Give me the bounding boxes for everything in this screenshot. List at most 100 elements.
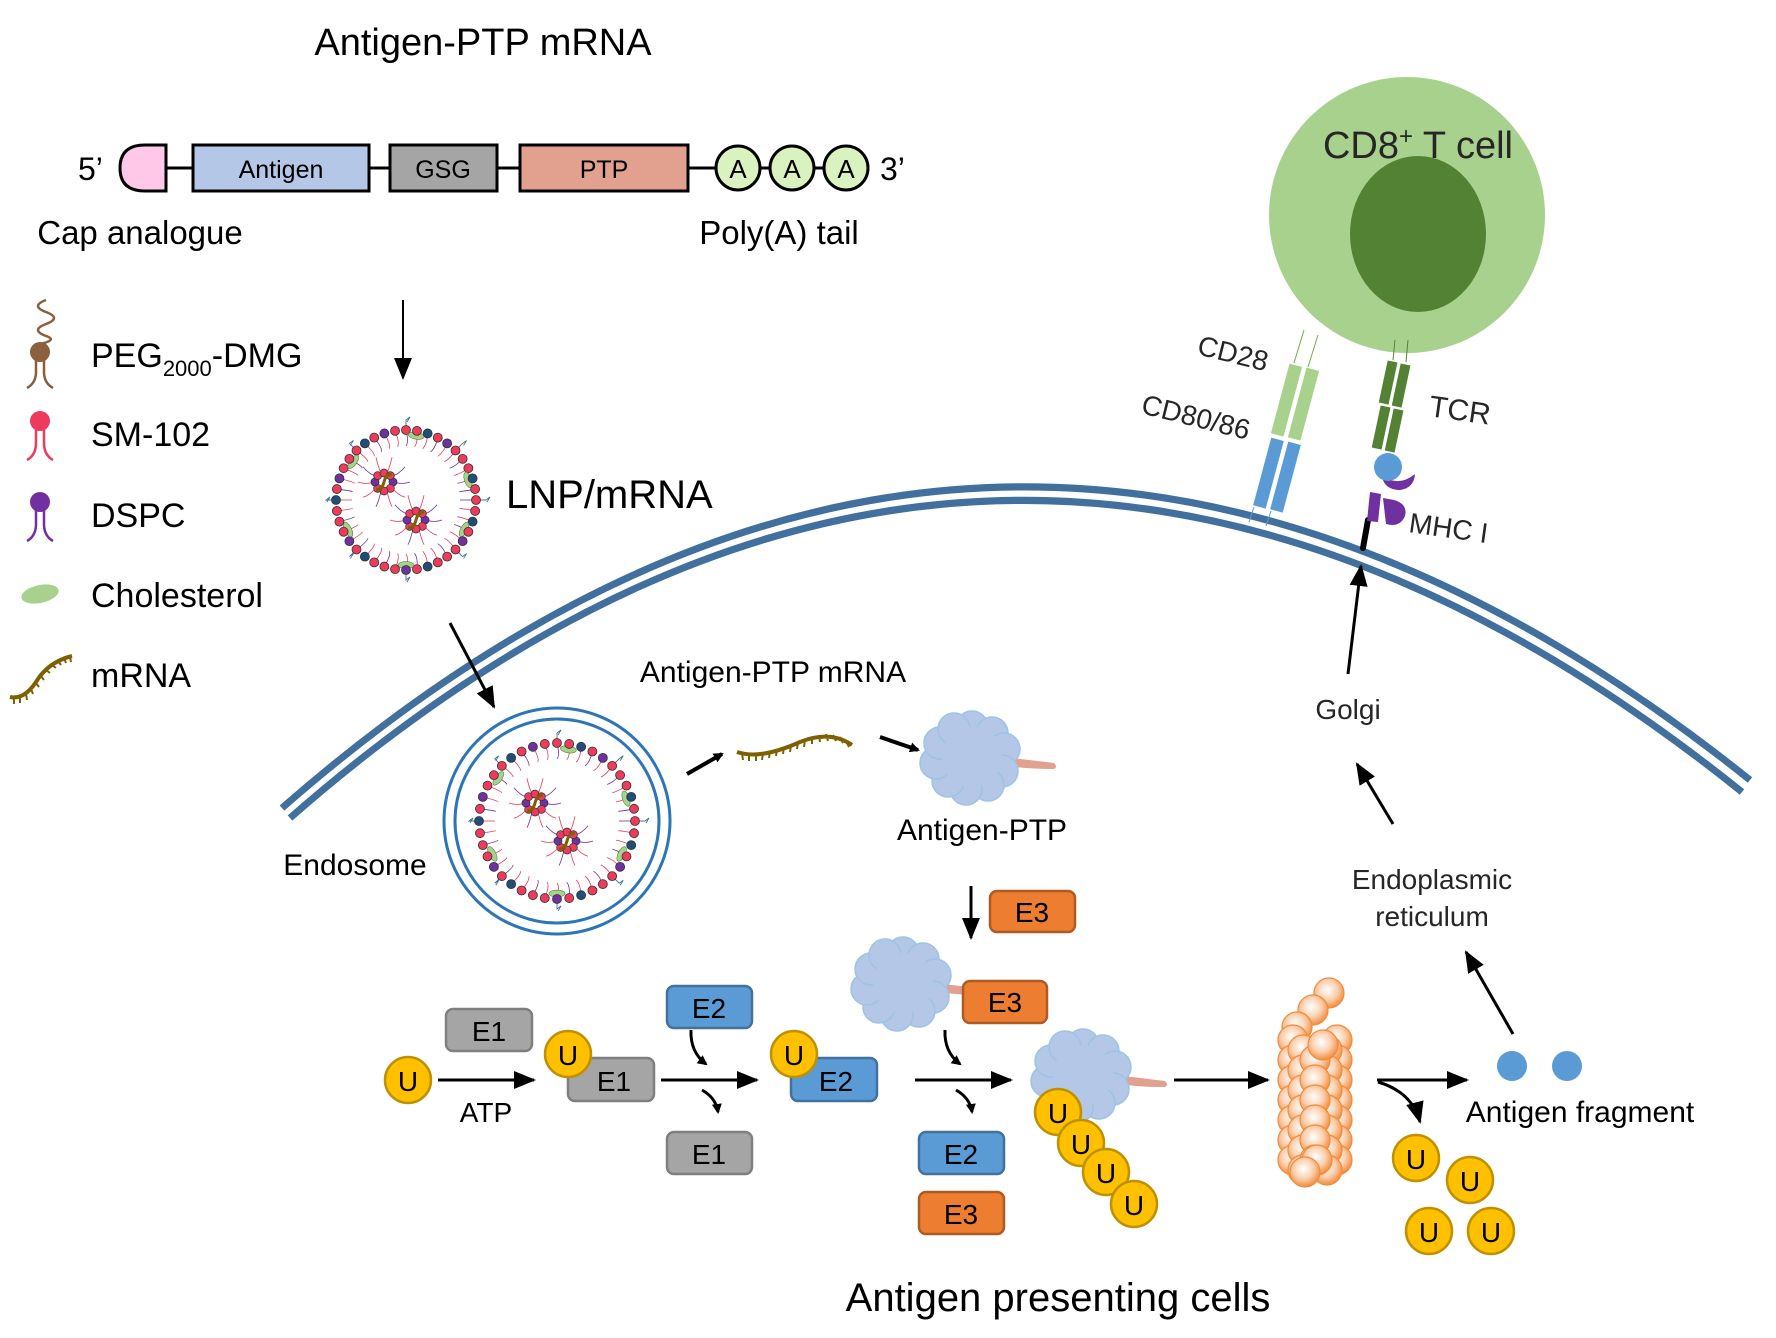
lipid-head: [597, 752, 608, 763]
legend-item-sm102: SM-102: [26, 411, 210, 462]
e2-enzyme: E2: [665, 984, 754, 1030]
e3-enzyme: E3: [988, 889, 1077, 934]
endosome-label: Endosome: [283, 849, 426, 882]
lipid-head: [630, 816, 640, 826]
lipid-head: [359, 438, 370, 449]
mrna-construct: 5’ Antigen GSG PTP A A A 3’ Cap analogue…: [37, 143, 905, 251]
lipid-head: [488, 861, 499, 872]
ubiquitin-label: U: [1096, 1158, 1116, 1189]
lipid-head: [607, 760, 618, 771]
lipid-head: [626, 840, 637, 851]
lipid-head: [412, 564, 422, 575]
lipid-head: [576, 741, 587, 752]
peg-lipid-icon: [26, 298, 56, 390]
antigen-ptp-protein: [919, 710, 1056, 806]
legend-dspc-label: DSPC: [91, 497, 185, 535]
peg-chain: [556, 899, 562, 912]
peg-chain: [405, 416, 411, 430]
lipid-head: [463, 526, 474, 537]
lipid-head: [615, 770, 626, 781]
er-label-line1: Endoplasmic: [1352, 864, 1512, 895]
tcr-label: TCR: [1427, 390, 1493, 431]
lipid-head: [338, 526, 349, 537]
legend-item-dspc: DSPC: [26, 492, 185, 543]
gsg-segment-label: GSG: [415, 156, 471, 184]
lipid-head: [475, 803, 485, 814]
antigen-fragment-dot: [1497, 1051, 1527, 1081]
lipid-head: [331, 495, 341, 505]
lipid-head: [351, 445, 362, 456]
poly-a-nucleotide: [768, 144, 816, 192]
apc-title: Antigen presenting cells: [846, 1276, 1271, 1320]
arrow-complex-in: [943, 1029, 962, 1066]
lipid-head: [422, 428, 433, 439]
lipid-head: [482, 780, 493, 791]
construct-title: Antigen-PTP mRNA: [314, 22, 652, 64]
lipid-head: [576, 890, 587, 901]
peg-chain: [349, 549, 357, 559]
sm102-lipid-icon: [26, 411, 54, 462]
antigen-segment-label: Antigen: [239, 156, 324, 184]
cd28-label: CD28: [1195, 330, 1272, 377]
legend-peg-label: PEG2000-DMG: [91, 337, 302, 381]
ubiquitin-label: U: [1481, 1217, 1501, 1248]
cd8-t-cell: CD8+ T cell: [1269, 77, 1545, 353]
lipid-head: [422, 561, 433, 572]
lipid-head: [463, 463, 474, 474]
lipid-head: [457, 536, 468, 547]
ubiquitin-label: U: [784, 1040, 804, 1071]
lipid-head: [450, 544, 461, 555]
lipid-head: [629, 828, 639, 839]
lipid-head: [442, 551, 453, 562]
legend-cholesterol-label: Cholesterol: [91, 577, 263, 615]
poly-a-nucleotide: [714, 144, 762, 192]
lipid-head: [351, 544, 362, 555]
ubiquitin-label: U: [558, 1040, 578, 1071]
arrow-e2-in: [689, 1029, 708, 1066]
lipid-head: [496, 871, 507, 882]
er-label-line2: reticulum: [1375, 901, 1489, 932]
lipid-head: [552, 738, 562, 748]
lipid-head: [379, 428, 390, 439]
poly-a-nucleotide: [822, 144, 870, 192]
lipid-head: [629, 803, 639, 814]
ubiquitin-label: U: [1071, 1129, 1091, 1160]
gsg-segment: [388, 143, 499, 193]
arrow-fragment-to-er: [1464, 950, 1515, 1035]
poly-a-letter: A: [837, 154, 855, 184]
lipid-head: [470, 506, 481, 516]
endosome-inner-membrane: [453, 717, 661, 925]
lipid-head: [369, 557, 380, 568]
e3-label: E3: [1015, 897, 1049, 928]
cap-analogue-label: Cap analogue: [37, 214, 243, 251]
released-mrna-label: Antigen-PTP mRNA: [640, 656, 906, 689]
proteasome: [1277, 977, 1353, 1188]
lipid-head: [331, 484, 342, 494]
mrna-strand-icon: [9, 654, 73, 704]
peg-chain: [455, 549, 467, 559]
ubiquitin-free: U: [383, 1055, 433, 1105]
lipid-head: [496, 760, 507, 771]
lipid-head: [338, 463, 349, 474]
endosome-lnp: [467, 729, 650, 912]
ubiquitin-label: U: [1406, 1144, 1426, 1175]
legend-item-cholesterol: Cholesterol: [21, 577, 263, 615]
lipid-head: [587, 885, 598, 896]
ubiquitin-chain: U U U U: [1033, 1087, 1159, 1229]
mhc-i-complex: [1360, 453, 1415, 551]
poly-a-tail-label: Poly(A) tail: [699, 214, 859, 251]
arrow-ubiquitin-release: [1377, 1080, 1424, 1124]
lipid-head: [564, 893, 575, 903]
legend-mrna-label: mRNA: [91, 657, 191, 695]
arrow-enzymes-out: [955, 1088, 976, 1114]
lipid-head: [607, 871, 618, 882]
antigen-ptp-e3-complex: E3: [850, 936, 1049, 1032]
lipid-head: [432, 557, 443, 568]
e1-label: E1: [597, 1066, 631, 1097]
antigen-fragment-label: Antigen fragment: [1466, 1096, 1695, 1129]
peg-chain: [455, 440, 467, 451]
lipid-head: [587, 746, 598, 757]
peg-chain: [324, 496, 336, 503]
lipid-head: [359, 551, 370, 562]
